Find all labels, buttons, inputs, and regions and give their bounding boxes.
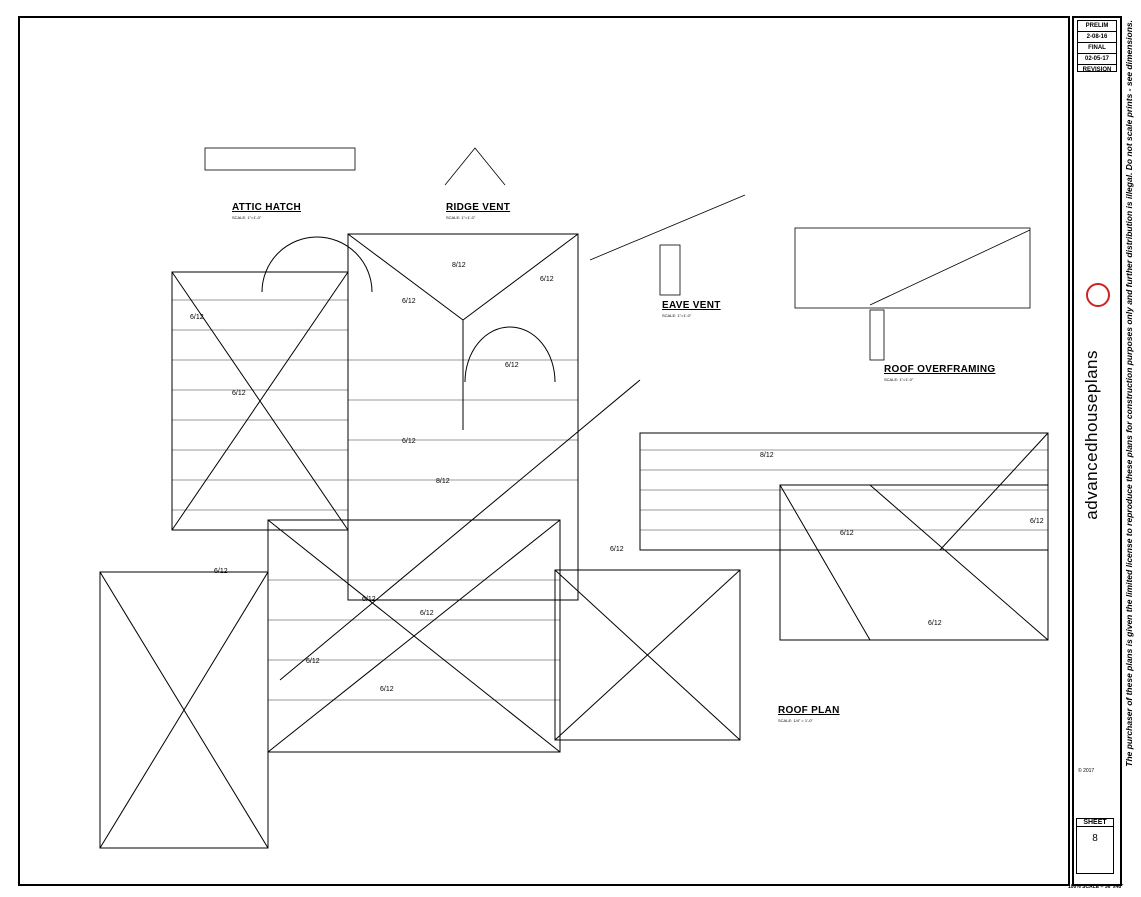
pitch-label: 6/12 <box>402 438 416 445</box>
pitch-label: 8/12 <box>760 452 774 459</box>
pitch-label: 6/12 <box>306 658 320 665</box>
attic-hatch-title: ATTIC HATCH <box>232 202 302 213</box>
pitch-label: 6/12 <box>232 390 246 397</box>
sheet-number-box: SHEET 8 <box>1076 818 1114 874</box>
ridge-vent-scale: SCALE: 1"=1'-0" <box>446 215 476 220</box>
pitch-label: 6/12 <box>380 686 394 693</box>
eave-vent-title: EAVE VENT <box>662 300 721 311</box>
pitch-label: 6/12 <box>840 530 854 537</box>
pitch-label: 6/12 <box>420 610 434 617</box>
disclaimer: The purchaser of these plans is given th… <box>1124 20 1138 880</box>
brand-text: advancedhouseplans <box>1082 350 1101 520</box>
pitch-label: 6/12 <box>362 596 376 603</box>
title-block: PRELIM 2-08-16 FINAL 02-05-17 REVISION <box>1072 16 1122 886</box>
pitch-label: 6/12 <box>190 314 204 321</box>
revision-row: FINAL <box>1078 43 1116 54</box>
sheet-number: 8 <box>1092 833 1098 844</box>
sheet-label: SHEET <box>1077 819 1113 827</box>
ridge-vent-title: RIDGE VENT <box>446 202 511 213</box>
pitch-label: 6/12 <box>540 276 554 283</box>
revision-row: 02-05-17 <box>1078 54 1116 65</box>
attic-hatch-detail <box>204 147 356 171</box>
roof-overframing-detail <box>794 227 1031 309</box>
pitch-label: 6/12 <box>505 362 519 369</box>
revision-row: 2-08-16 <box>1078 32 1116 43</box>
roof-plan-title: ROOF PLAN <box>778 705 840 716</box>
revision-row: REVISION <box>1082 67 1112 73</box>
brand-logo: advancedhouseplans <box>1078 350 1108 530</box>
pitch-label: 6/12 <box>610 546 624 553</box>
roof-east-south <box>779 484 1049 641</box>
pitch-label: 8/12 <box>436 478 450 485</box>
revision-row: PRELIM <box>1078 21 1116 32</box>
copyright: © 2017 <box>1078 768 1095 774</box>
print-scale-note: 100% SCALE = 36"x48" <box>1068 884 1124 890</box>
pitch-label: 6/12 <box>928 620 942 627</box>
ridge-vent-detail <box>444 147 506 186</box>
attic-hatch-scale: SCALE: 1"=1'-0" <box>232 215 262 220</box>
disclaimer-text: The purchaser of these plans is given th… <box>1124 20 1134 767</box>
registered-seal <box>1086 283 1110 307</box>
roof-plan-scale: SCALE: 1/4" = 1'-0" <box>778 718 813 723</box>
pitch-label: 8/12 <box>452 262 466 269</box>
roof-overframing-title: ROOF OVERFRAMING <box>884 364 996 375</box>
roof-overframing-scale: SCALE: 1"=1'-0" <box>884 377 914 382</box>
revision-box: PRELIM 2-08-16 FINAL 02-05-17 REVISION <box>1077 20 1117 73</box>
pitch-label: 6/12 <box>1030 518 1044 525</box>
drawing-sheet <box>18 16 1070 886</box>
pitch-label: 6/12 <box>214 568 228 575</box>
eave-vent-scale: SCALE: 1"=1'-0" <box>662 313 692 318</box>
eave-vent-detail <box>659 244 681 296</box>
pitch-label: 6/12 <box>402 298 416 305</box>
